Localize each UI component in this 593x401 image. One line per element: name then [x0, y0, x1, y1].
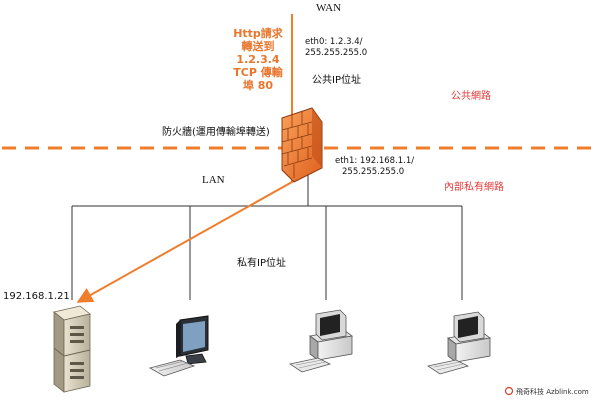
callout-line-forward-to: 轉送到	[241, 40, 275, 53]
private-ip-label: 私有IP位址	[237, 256, 286, 269]
desktop-pc-icon	[426, 311, 491, 375]
port-forward-arrow	[76, 112, 293, 303]
public-ip-label: 公共IP位址	[312, 73, 361, 86]
workstation-computer-icon	[148, 315, 209, 377]
callout-line-port: 埠 80	[242, 79, 274, 92]
eth0-ip-label: eth0: 1.2.3.4/	[305, 37, 363, 47]
azblink-watermark: 飛奇科技 Azblink.com	[504, 386, 589, 396]
eth0-netmask-label: 255.255.255.0	[305, 48, 367, 58]
wan-label: WAN	[316, 2, 341, 14]
server-rack-icon	[53, 305, 91, 393]
lan-label: LAN	[202, 174, 225, 186]
callout-line-ip: 1.2.3.4	[236, 53, 280, 66]
watermark-text: 飛奇科技 Azblink.com	[516, 387, 589, 396]
public-network-label: 公共網路	[451, 89, 491, 102]
firewall-brick-wall-icon	[281, 107, 323, 183]
desktop-pc-icon	[288, 309, 353, 373]
port-forward-callout: Http請求 轉送到 1.2.3.4 TCP 傳輸 埠 80	[222, 27, 294, 92]
azblink-logo-icon	[504, 386, 514, 396]
server-ip-label: 192.168.1.21	[3, 291, 70, 302]
callout-line-tcp: TCP 傳輸	[233, 66, 283, 79]
firewall-label: 防火牆(運用傳輸埠轉送)	[162, 125, 270, 138]
private-network-label: 內部私有網路	[444, 180, 504, 193]
eth1-ip-label: eth1: 192.168.1.1/	[335, 156, 414, 166]
callout-line-http-request: Http請求	[233, 27, 283, 40]
eth1-netmask-label: 255.255.255.0	[342, 167, 404, 177]
